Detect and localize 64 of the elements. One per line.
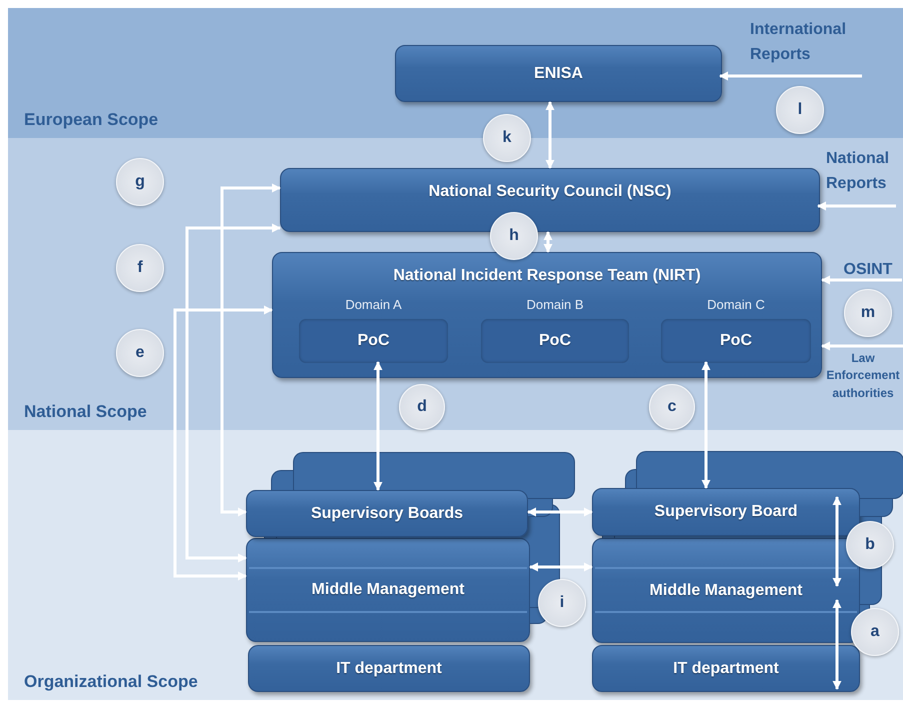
letter-marker: [851, 608, 899, 656]
arrow: [702, 361, 710, 489]
box-label: Middle Management: [312, 581, 464, 599]
box-label: PoC: [358, 332, 390, 350]
box-label: ENISA: [534, 64, 583, 82]
marker-letter: e: [136, 344, 144, 362]
box-label: National Incident Response Team (NIRT): [393, 267, 701, 285]
domain-label: Domain B: [525, 297, 585, 312]
letter-marker: [776, 86, 824, 134]
department-box: [248, 645, 530, 692]
box-label: Supervisory Boards: [310, 504, 464, 522]
source-label: National Reports: [826, 149, 890, 194]
arrow: [220, 184, 281, 516]
letter-marker: [399, 384, 445, 430]
domain-label: Domain C: [706, 297, 766, 312]
marker-letter: c: [668, 398, 676, 416]
letter-marker: [649, 384, 695, 430]
marker-letter: b: [865, 536, 875, 554]
box-label: IT department: [673, 660, 779, 678]
domain-label: Domain A: [344, 297, 403, 312]
marker-letter: h: [509, 227, 519, 245]
arrow: [186, 224, 281, 562]
arrow: [529, 562, 593, 572]
scope-label: European Scope: [24, 110, 158, 130]
letter-marker: [116, 329, 164, 377]
arrow: [174, 306, 273, 580]
agency-box: [395, 45, 722, 102]
box-label: Supervisory Board: [654, 503, 798, 521]
marker-letter: m: [860, 304, 876, 322]
source-label: OSINT: [842, 260, 894, 280]
team-box: [272, 252, 822, 378]
source-label: International Reports: [750, 20, 848, 65]
arrow: [821, 276, 902, 284]
letter-marker: [538, 579, 586, 627]
arrow: [374, 361, 382, 491]
arrow: [817, 202, 896, 210]
letter-marker: [844, 289, 892, 337]
marker-letter: f: [137, 259, 143, 277]
marker-letter: l: [798, 101, 802, 119]
source-label: Law Enforcement authorities: [825, 350, 901, 402]
arrow: [527, 508, 593, 516]
arrow: [719, 72, 862, 80]
marker-letter: k: [502, 129, 512, 147]
box-label: National Security Council (NSC): [428, 183, 672, 201]
arrow: [546, 101, 554, 169]
department-box: [592, 645, 860, 692]
scope-label: Organizational Scope: [24, 672, 198, 692]
box-label: IT department: [336, 660, 442, 678]
marker-letter: d: [417, 398, 427, 416]
letter-marker: [116, 244, 164, 292]
arrow: [821, 342, 903, 350]
letter-marker: [846, 521, 894, 569]
arrow: [544, 231, 552, 253]
letter-marker: [116, 158, 164, 206]
marker-letter: a: [870, 623, 880, 641]
scope-band: [8, 430, 903, 700]
box-label: PoC: [539, 332, 571, 350]
box-label: PoC: [720, 332, 752, 350]
marker-letter: g: [135, 173, 145, 191]
scope-label: National Scope: [24, 402, 147, 422]
arrow: [832, 496, 842, 587]
box-label: Middle Management: [650, 582, 802, 600]
arrow: [832, 599, 842, 690]
marker-letter: i: [560, 594, 564, 612]
